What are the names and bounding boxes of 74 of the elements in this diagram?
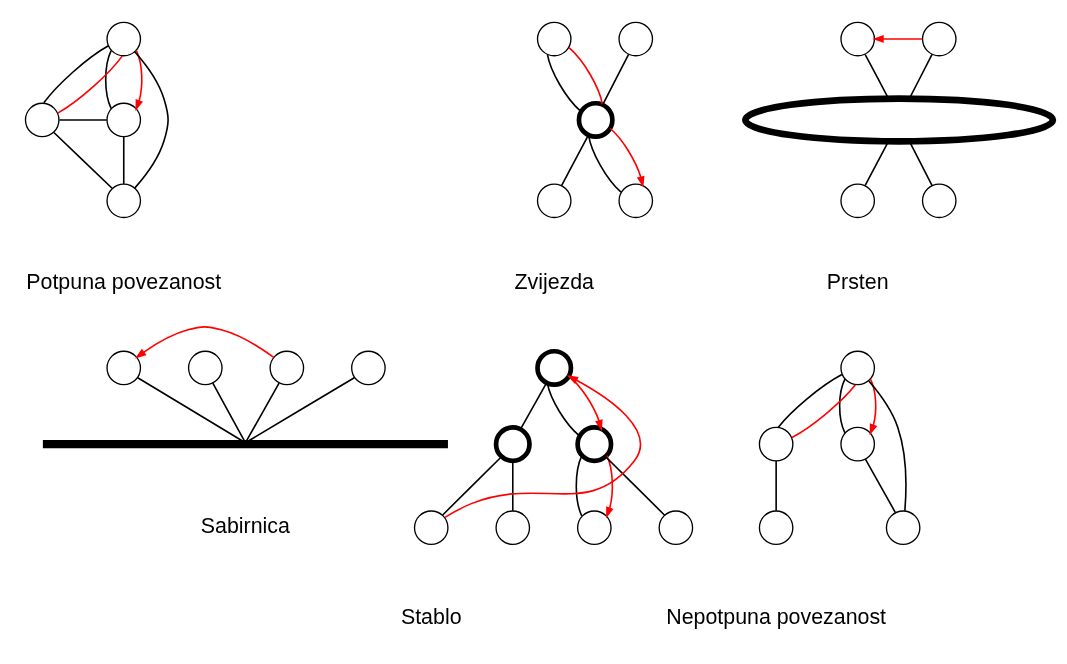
connector	[248, 376, 356, 441]
node-circle	[351, 350, 386, 385]
arrow	[135, 325, 275, 359]
node-circle	[269, 350, 305, 385]
connector	[104, 49, 112, 109]
connector	[441, 455, 503, 516]
node-circle	[106, 350, 142, 385]
arrow	[135, 49, 144, 111]
label: Sabirnica	[200, 513, 290, 538]
node-circle	[921, 21, 957, 56]
label: Nepotpuna povezanost	[666, 604, 887, 629]
node-circle	[840, 426, 876, 461]
connector	[53, 131, 113, 189]
connector	[519, 381, 548, 430]
connector	[212, 381, 246, 441]
node-circle	[576, 509, 612, 545]
connector	[58, 118, 108, 121]
node-ellipse	[742, 94, 1057, 145]
node-circle	[758, 426, 794, 461]
connector	[133, 50, 169, 189]
connector	[43, 44, 110, 104]
connector	[602, 53, 630, 106]
connector	[56, 54, 124, 114]
label: Zvijezda	[514, 269, 595, 294]
connector	[864, 53, 890, 99]
node-circle	[106, 182, 142, 218]
connector	[245, 381, 280, 441]
connector	[777, 373, 843, 428]
node-circle	[536, 21, 572, 56]
label: Stablo	[400, 604, 462, 629]
connector	[908, 53, 933, 99]
arrow	[444, 374, 642, 518]
node-circle	[535, 348, 574, 387]
node-bar	[42, 439, 448, 448]
connector	[868, 379, 907, 512]
connector	[587, 133, 622, 193]
arrow	[872, 34, 923, 43]
node-circle	[921, 182, 957, 218]
node-circle	[24, 102, 60, 137]
connector	[838, 377, 846, 434]
node-circle	[618, 182, 654, 218]
node-circle	[106, 102, 142, 137]
connector	[560, 133, 590, 186]
connector	[864, 457, 897, 513]
node-circle	[840, 182, 876, 218]
node-circle	[885, 509, 921, 545]
label: Prsten	[826, 269, 889, 294]
node-circle	[840, 21, 876, 56]
node-circle	[106, 21, 142, 56]
node-circle	[536, 182, 572, 218]
node-circle	[840, 350, 876, 385]
arrow	[869, 377, 878, 435]
connector	[136, 376, 243, 441]
connector	[604, 455, 666, 516]
node-circle	[576, 100, 615, 139]
label: Potpuna povezanost	[26, 269, 222, 294]
node-circle	[495, 509, 531, 545]
connector	[122, 135, 125, 185]
connector	[546, 53, 582, 112]
arrow	[609, 127, 645, 188]
node-circle	[575, 424, 614, 463]
node-circle	[493, 424, 532, 463]
arrow	[568, 374, 603, 431]
node-circle	[187, 350, 223, 385]
connector	[568, 46, 604, 105]
node-circle	[413, 509, 449, 545]
connector	[791, 383, 857, 438]
connector	[546, 382, 581, 437]
connector	[775, 459, 777, 512]
node-circle	[658, 509, 694, 545]
arrow	[606, 454, 614, 518]
node-circle	[618, 21, 654, 56]
node-circle	[758, 509, 794, 545]
connector	[575, 454, 583, 517]
